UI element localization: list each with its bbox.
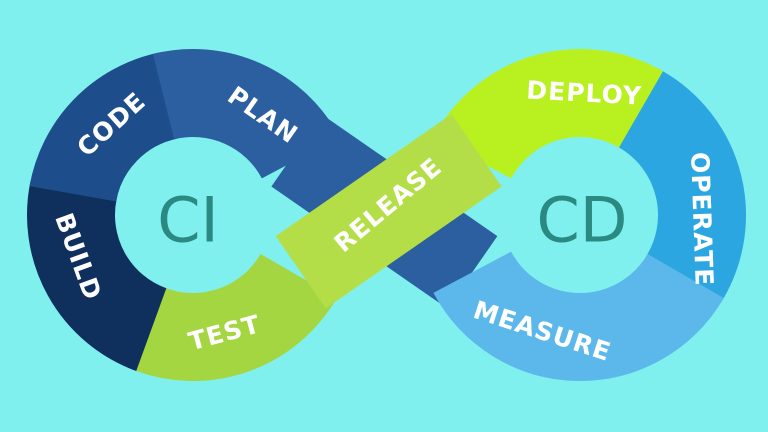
- ci-title: CI: [157, 184, 219, 257]
- measure-segment: [433, 250, 724, 381]
- plan-segment: [152, 49, 340, 180]
- cd-title: CD: [536, 184, 627, 257]
- code-segment: [29, 52, 179, 203]
- release-segment: [275, 114, 502, 309]
- operate-segment: [617, 71, 746, 303]
- deploy-segment: [433, 49, 668, 180]
- build-segment: [27, 180, 168, 371]
- operate-label: OPERATE: [685, 152, 719, 287]
- test-segment: [130, 252, 337, 381]
- deploy-label: DEPLOY: [526, 76, 643, 111]
